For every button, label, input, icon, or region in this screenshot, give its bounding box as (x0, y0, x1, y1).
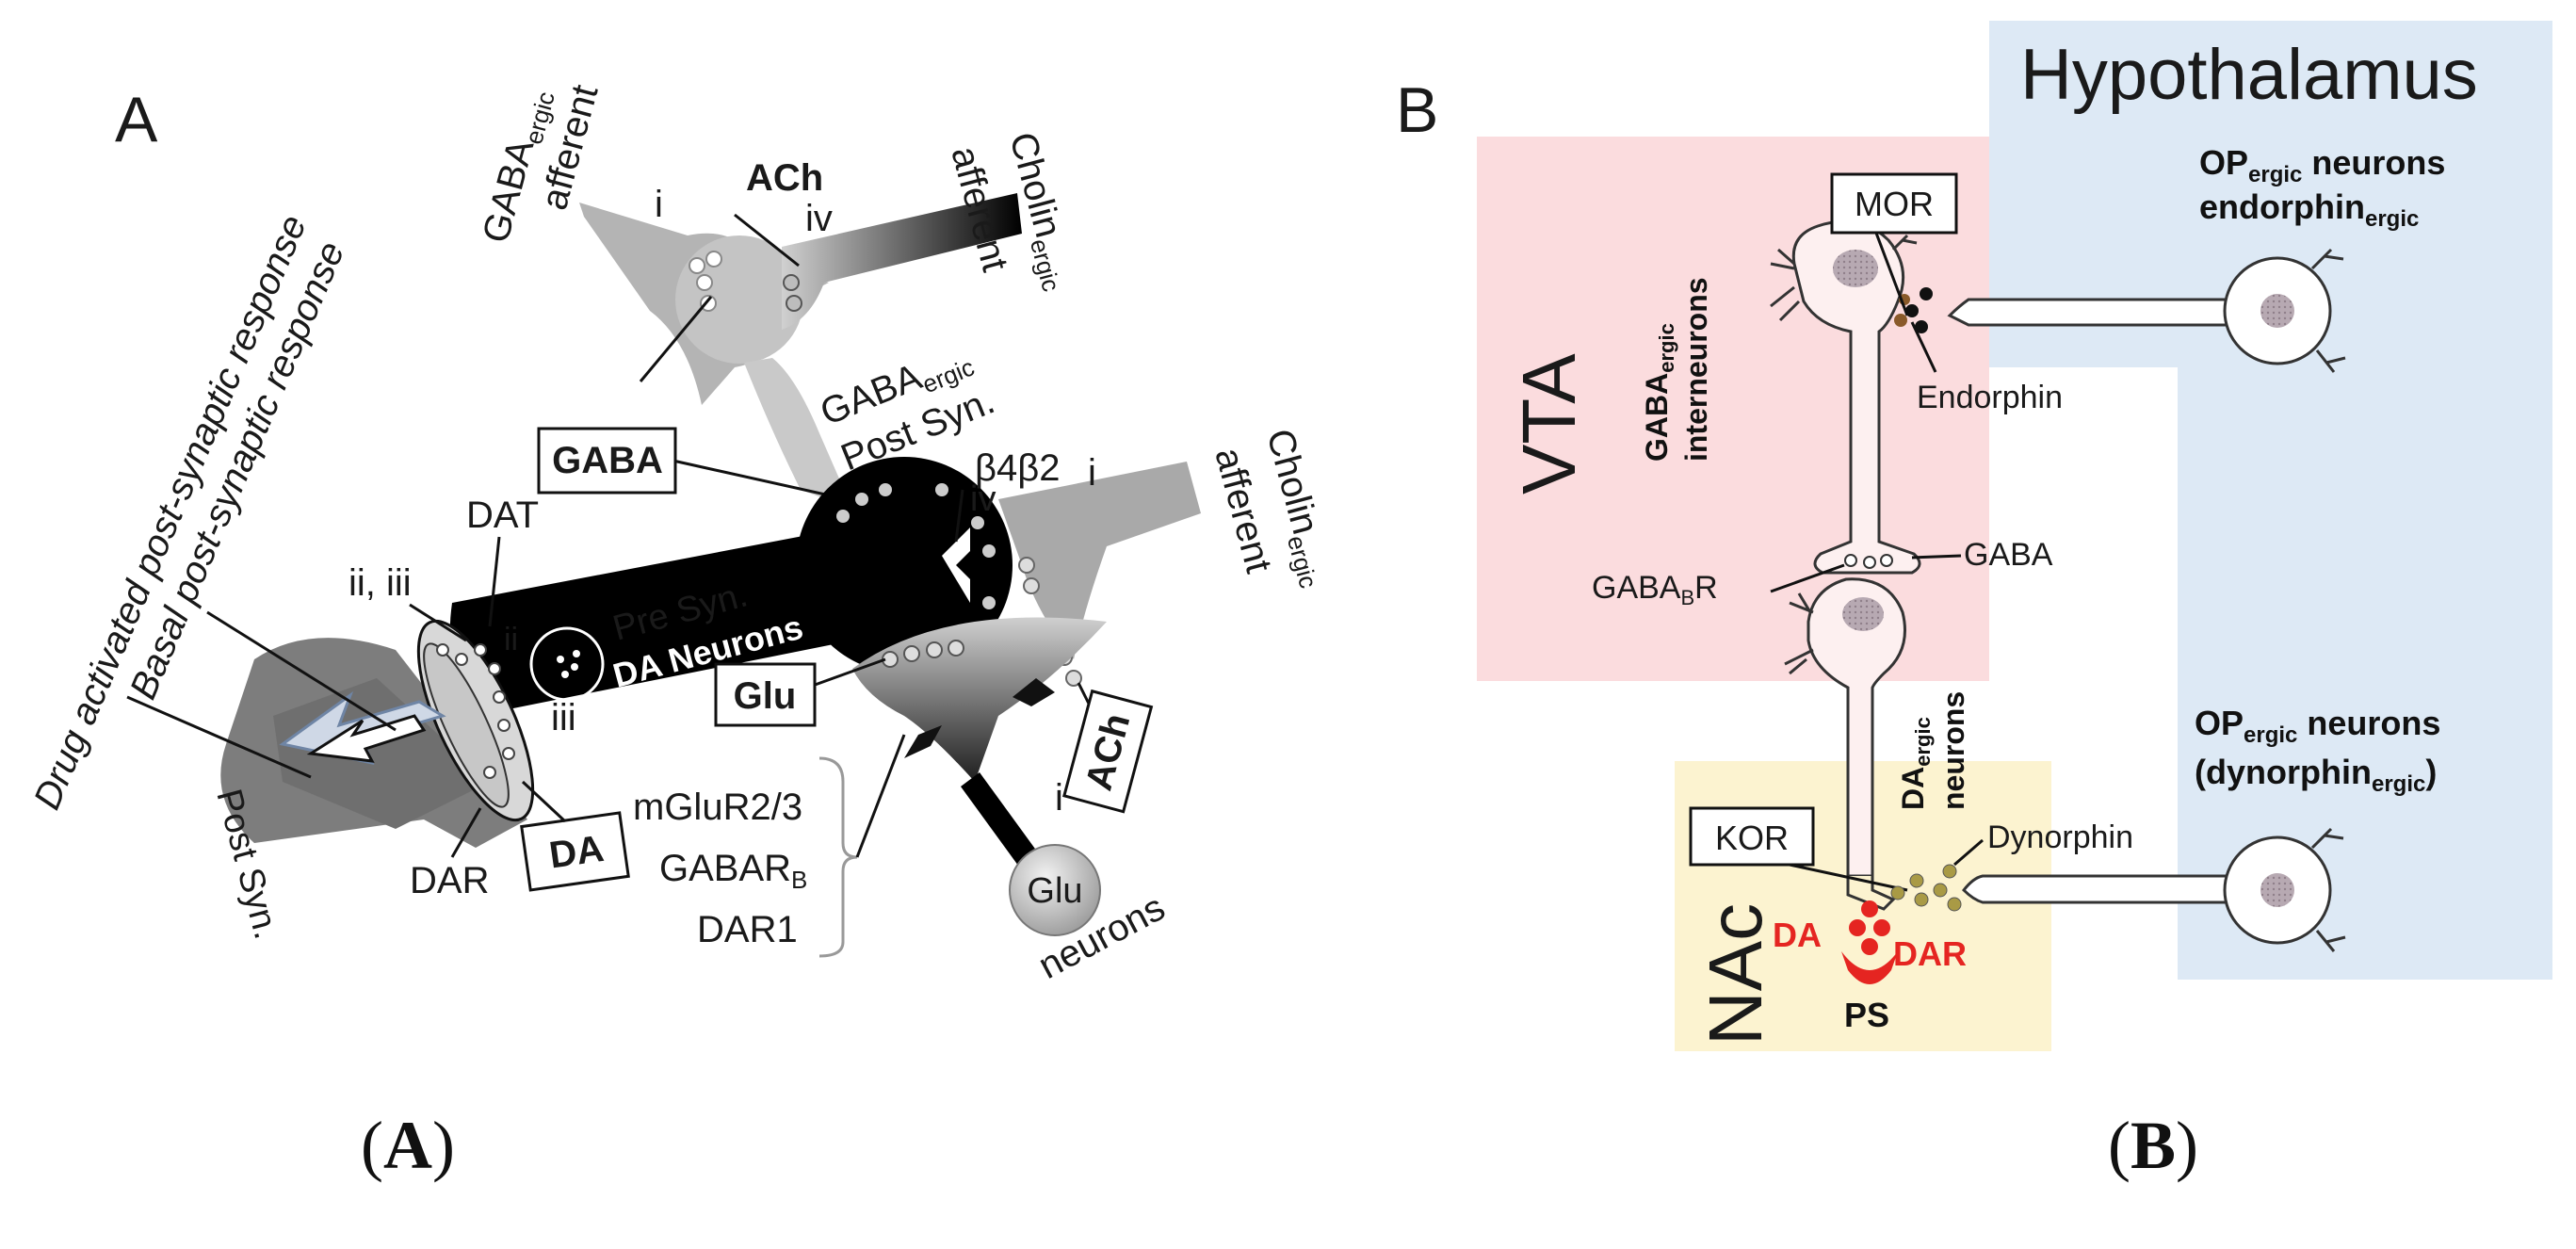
op-endorphin-neuron (1947, 248, 2346, 373)
gaba-label: GABA (1964, 537, 2053, 573)
receptor-mglur: mGluR2/3 (633, 787, 802, 828)
endorphin-synapse (1894, 287, 1933, 333)
receptor-dar1: DAR1 (697, 909, 798, 950)
vta-label: VTA (1507, 353, 1591, 495)
da-release (1841, 900, 1898, 984)
panel-a-letter: A (115, 84, 158, 155)
gaba-interneurons-label: GABAergic (1640, 323, 1678, 462)
svg-text:GABA: GABA (552, 440, 663, 481)
da-neuron-b (1784, 577, 1906, 878)
svg-text:KOR: KOR (1715, 819, 1789, 857)
kor-box: KOR (1689, 806, 1815, 867)
ps-label: PS (1844, 996, 1889, 1034)
da-red-label: DA (1773, 916, 1822, 954)
op-bottom-label: OPergic neurons (2195, 704, 2440, 748)
roman-iv-mid: iv (970, 479, 996, 519)
endorphin-label: Endorphin (1917, 380, 2063, 415)
ach-box: ACh (1062, 689, 1154, 814)
svg-text:MOR: MOR (1855, 185, 1934, 223)
gaba-box: GABA (537, 427, 677, 495)
dar-label: DAR (410, 860, 489, 901)
roman-ii-label: ii (504, 622, 518, 657)
basal-arrow (126, 695, 312, 779)
glu-terminal: Glu (852, 617, 1107, 936)
panel-b: B Hypothalamus VTA NAc MOR G (1396, 21, 2552, 1051)
dynorphin-ergic-label: (dynorphinergic) (2195, 753, 2437, 797)
panel-a: A Drug activated post-synaptic response … (26, 81, 1326, 987)
roman-i-top: i (655, 184, 663, 225)
mor-box: MOR (1830, 172, 1958, 235)
cholinergic-afferent-top (734, 193, 1022, 330)
ach-top-label: ACh (746, 157, 823, 199)
gaba-synapse (1844, 554, 1893, 569)
roman-iv-top: iv (805, 198, 833, 239)
da-ergic-neurons-label: DAergic (1896, 717, 1935, 810)
svg-text:DA: DA (546, 828, 606, 877)
gaba-interneuron (1770, 219, 1921, 575)
op-top-label: OPergic neurons (2199, 143, 2445, 187)
receptor-brace (818, 756, 858, 958)
da-neuron-axon (1846, 876, 1896, 911)
dar-red-label: DAR (1893, 934, 1967, 973)
endorphin-ergic-label: endorphinergic (2199, 187, 2419, 232)
dynorphin-label: Dynorphin (1987, 819, 2133, 855)
da-box: DA (520, 811, 630, 892)
gaba-interneurons-label-2: interneurons (1679, 277, 1713, 462)
dynorphin-synapse (1890, 864, 1962, 912)
drug-arrow (206, 610, 397, 732)
caption-b: (B) (2108, 1108, 2198, 1183)
post-syn-neuron (220, 619, 535, 848)
svg-text:Glu: Glu (734, 675, 797, 717)
dat-label: DAT (466, 495, 539, 536)
beta4beta2-label: β4β2 (975, 447, 1061, 489)
roman-i-bottom: i (1055, 777, 1063, 819)
glu-box: Glu (714, 662, 817, 727)
nac-label: NAc (1693, 903, 1777, 1046)
gabab-r-label: GABABR (1592, 570, 1718, 609)
receptor-gabar: GABARB (659, 848, 807, 894)
hypothalamus-label: Hypothalamus (2020, 35, 2478, 115)
op-dynorphin-neuron (1962, 827, 2346, 952)
roman-i-right: i (1088, 452, 1096, 494)
caption-a: (A) (361, 1108, 455, 1183)
panel-b-letter: B (1396, 74, 1438, 146)
roman-iii-label: iii (551, 697, 576, 738)
da-ergic-neurons-label-2: neurons (1936, 691, 1970, 810)
gaba-post-syn-process (744, 358, 852, 509)
roman-ii-iii-label: ii, iii (348, 562, 412, 604)
svg-text:Glu: Glu (1027, 871, 1082, 911)
